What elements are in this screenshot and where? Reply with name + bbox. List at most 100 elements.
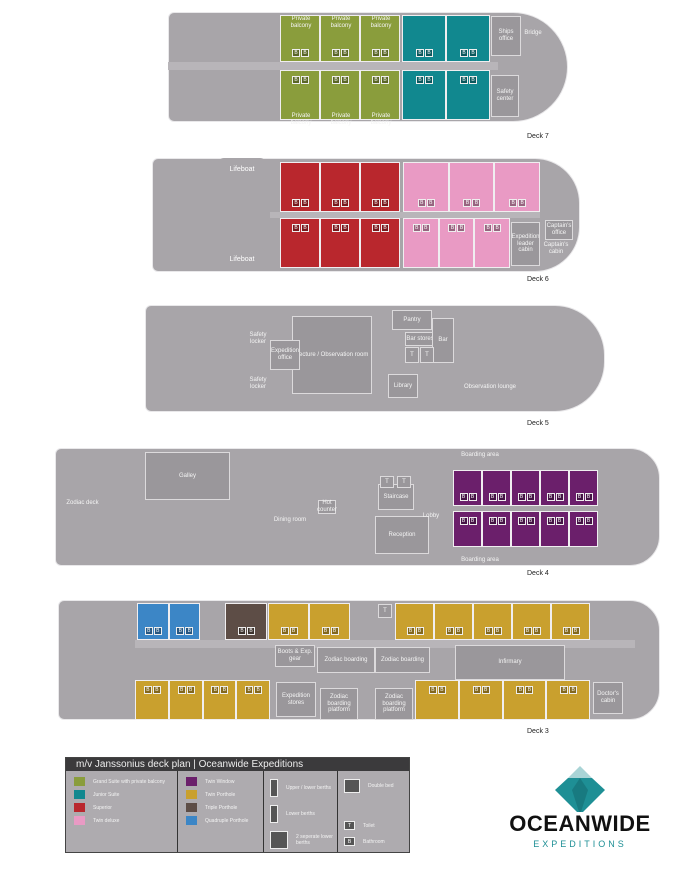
- bathroom-icon: B: [176, 627, 185, 635]
- bathroom-icon: B: [238, 627, 246, 635]
- room: T: [378, 604, 392, 618]
- bathroom-icon: B: [301, 199, 309, 207]
- legend-label: Grand Suite with private balcony: [93, 778, 165, 785]
- bathroom-icon: B: [468, 493, 477, 501]
- bathroom-icon: B: [516, 686, 525, 694]
- room: Staircase: [378, 484, 414, 510]
- room-label: Private balcony: [330, 16, 352, 29]
- legend-item: Grand Suite with private balcony: [74, 777, 165, 786]
- bathroom-icon: B: [332, 76, 340, 84]
- legend-bed-label: Upper / lower berths: [286, 785, 332, 791]
- legend-label: Superior: [93, 804, 112, 811]
- room-label: Private balcony: [370, 16, 392, 29]
- legend-bed-label: Double bed: [368, 783, 394, 789]
- oceanwide-logo: OCEANWIDE EXPEDITIONS: [500, 762, 660, 849]
- bathroom-icon: B: [497, 517, 506, 525]
- legend: m/v Janssonius deck plan | Oceanwide Exp…: [65, 757, 410, 853]
- bathroom-icon: B: [143, 686, 152, 694]
- logo-name: OCEANWIDE: [509, 811, 651, 836]
- bathroom-icon: B: [412, 224, 421, 232]
- bathroom-icon: B: [460, 76, 468, 84]
- room: T: [380, 476, 394, 488]
- bathroom-icon: B: [185, 627, 194, 635]
- bathroom-icon: B: [289, 627, 298, 635]
- bathroom-icon: B: [584, 493, 593, 501]
- room: Infirmary: [455, 645, 565, 680]
- bathroom-icon: B: [472, 199, 481, 207]
- twin-bed-icon: [270, 831, 288, 849]
- color-swatch: [74, 803, 85, 812]
- bathroom-icon: B: [341, 199, 349, 207]
- bathroom-icon: B: [481, 686, 490, 694]
- bathroom-icon: B: [372, 49, 380, 57]
- bathroom-icon: B: [332, 224, 340, 232]
- bathroom-icon: B: [555, 493, 564, 501]
- bathroom-icon: B: [517, 493, 526, 501]
- legend-label: Twin Window: [205, 778, 235, 785]
- bathroom-icon: B: [526, 517, 535, 525]
- bathroom-icon: B: [301, 49, 309, 57]
- room: Bar stores: [405, 332, 435, 346]
- bathroom-icon: B: [532, 627, 541, 635]
- bathroom-icon: B: [425, 49, 433, 57]
- legend-bathroom-label: Bathroom: [363, 838, 385, 845]
- bathroom-icon: B: [381, 49, 389, 57]
- bathroom-icon: B: [321, 627, 330, 635]
- bathroom-icon: B: [560, 686, 569, 694]
- legend-item: Junior Suite: [74, 790, 119, 799]
- bathroom-icon: B: [460, 49, 468, 57]
- bathroom-icon: B: [488, 493, 497, 501]
- bathroom-icon: B: [497, 493, 506, 501]
